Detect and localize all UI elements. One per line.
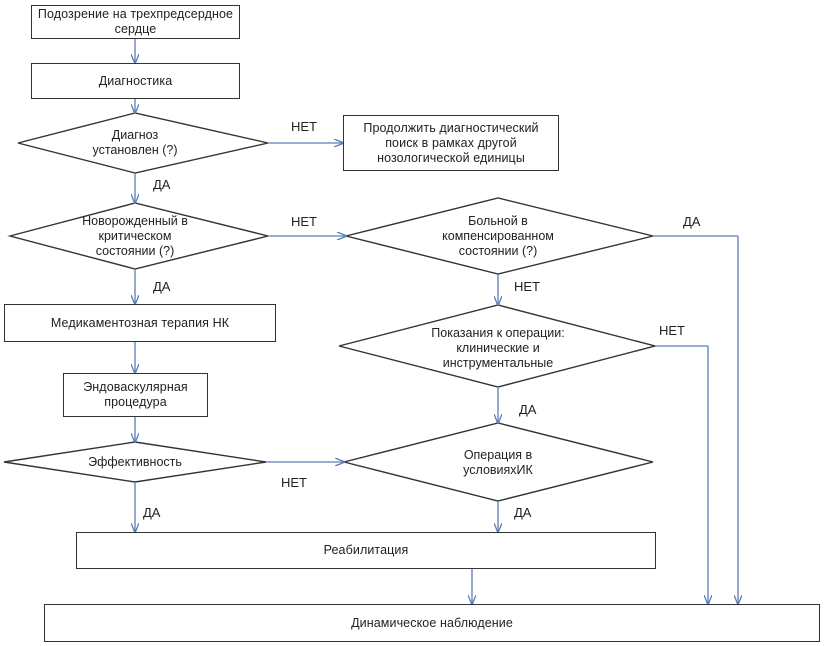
label-no: НЕТ — [291, 214, 317, 229]
diamond-diagnosis-established-text: Диагноз установлен (?) — [92, 128, 178, 157]
diamond-surgery-ik — [343, 422, 654, 502]
node-endovascular: Эндоваскулярная процедура — [63, 373, 208, 417]
label-no: НЕТ — [291, 119, 317, 134]
node-drug-therapy: Медикаментозная терапия НК — [4, 304, 276, 342]
label-yes: ДА — [153, 177, 171, 192]
node-dynamic-observation: Динамическое наблюдение — [44, 604, 820, 642]
node-continue-search: Продолжить диагностический поиск в рамка… — [343, 115, 559, 171]
label-yes: ДА — [153, 279, 171, 294]
connectors — [135, 38, 738, 604]
label-yes: ДА — [143, 505, 161, 520]
label-yes: ДА — [514, 505, 532, 520]
label-no: НЕТ — [281, 475, 307, 490]
diamond-patient-compensated-text: Больной в компенсированном состоянии (?) — [442, 213, 554, 258]
label-yes: ДА — [519, 402, 537, 417]
diamond-effectiveness-text: Эффективность — [88, 454, 182, 469]
label-yes: ДА — [683, 214, 701, 229]
node-diagnostics: Диагностика — [31, 63, 240, 99]
diamond-surgery-ik-text: Операция в условияхИК — [463, 448, 533, 477]
label-no: НЕТ — [514, 279, 540, 294]
node-rehabilitation: Реабилитация — [76, 532, 656, 569]
diamond-surgery-indications-text: Показания к операции: клинические и инст… — [431, 325, 565, 370]
diamond-newborn-critical-text: Новорожденный в критическом состоянии (?… — [82, 213, 188, 258]
node-suspicion: Подозрение на трехпредсердное сердце — [31, 5, 240, 39]
label-no: НЕТ — [659, 323, 685, 338]
